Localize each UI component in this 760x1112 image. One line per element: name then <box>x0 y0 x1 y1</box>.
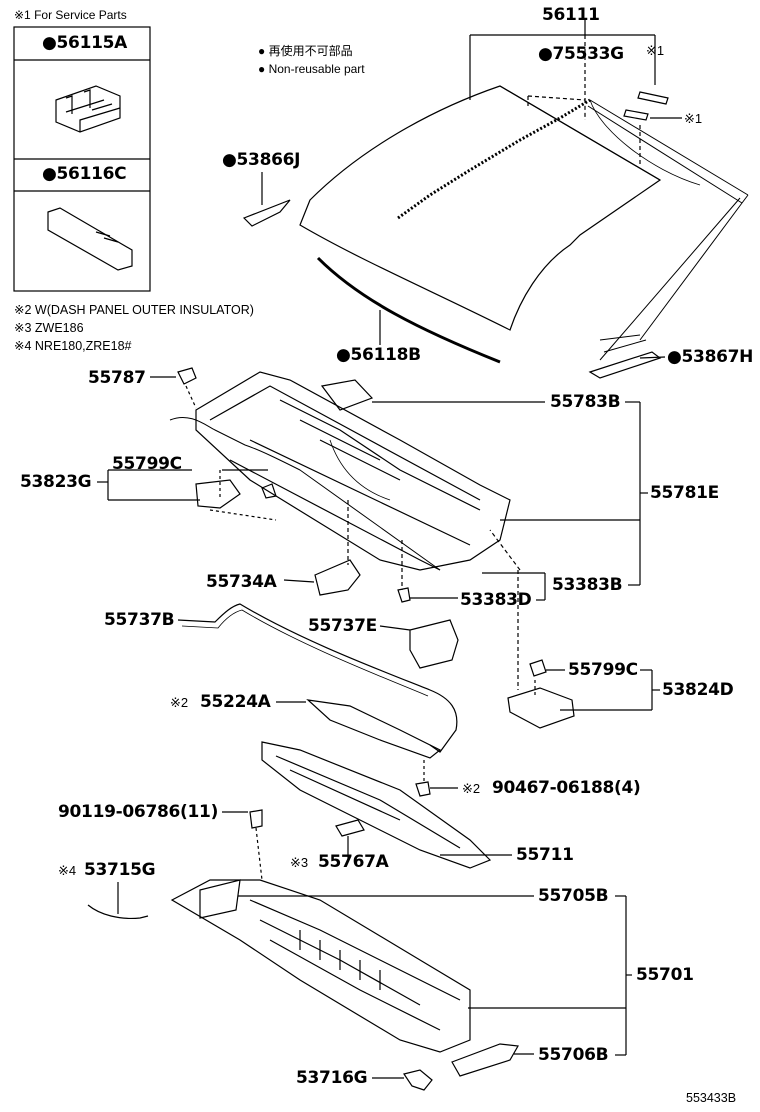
mark-4: ※4 <box>58 863 77 878</box>
part-55787-label: 55787 <box>88 368 146 388</box>
panel-55711-drawing <box>261 741 492 869</box>
service-parts-heading: ※1 For Service Parts <box>14 8 127 22</box>
part-55737b-label: 55737B <box>104 610 175 630</box>
cowl-panel-55701-drawing <box>170 879 471 1053</box>
part-55781e-label: 55781E <box>650 483 719 503</box>
legend-non-reusable-en: ● Non-reusable part <box>258 62 365 76</box>
mark-2-insulator: ※2 <box>170 695 189 710</box>
part-53715g-label: 53715G <box>84 860 156 880</box>
part-55705b-label: 55705B <box>538 886 609 906</box>
part-55701-label: 55701 <box>636 965 694 985</box>
note-3: ※3 ZWE186 <box>14 321 84 335</box>
mark-2-clip: ※2 <box>462 781 481 796</box>
part-56115a-label: ●56115A <box>42 33 128 53</box>
part-55783b-label: 55783B <box>550 392 621 412</box>
part-55711-label: 55711 <box>516 845 574 865</box>
part-55767a-label: 55767A <box>318 852 389 872</box>
part-53867h-label: ●53867H <box>667 347 754 367</box>
part-55737e-label: 55737E <box>308 616 377 636</box>
seal-55737b <box>177 603 458 753</box>
cowl-louver-drawing <box>169 371 511 571</box>
part-55706b-label: 55706B <box>538 1045 609 1065</box>
part-56118b-label: ●56118B <box>336 345 421 365</box>
part-53716g-label: 53716G <box>296 1068 368 1088</box>
part-75533g-label: ●75533G <box>538 44 624 64</box>
part-53383b-label: 53383B <box>552 575 623 595</box>
part-53823g-label: 53823G <box>20 472 92 492</box>
piece-55734a <box>314 559 361 596</box>
part-55799c-label-lower: 55799C <box>568 660 638 680</box>
part-90467-label: 90467-06188(4) <box>492 778 641 798</box>
legend-non-reusable-jp: ● 再使用不可部品 <box>258 44 353 58</box>
part-53824d-label: 53824D <box>662 680 734 700</box>
mark-3: ※3 <box>290 855 309 870</box>
part-55734a-label: 55734A <box>206 572 277 592</box>
windshield-glass-drawing <box>299 85 749 364</box>
part-53866j-label: ●53866J <box>222 150 301 170</box>
note-4: ※4 NRE180,ZRE18# <box>14 339 132 353</box>
clip-56116c-drawing <box>47 207 133 271</box>
mark-1-side: ※1 <box>684 111 703 126</box>
part-53383d-label: 53383D <box>460 590 532 610</box>
part-90119-label: 90119-06786(11) <box>58 802 219 822</box>
piece-53866j <box>242 199 291 227</box>
clip-56115a-drawing <box>55 85 121 133</box>
part-56116c-label: ●56116C <box>42 164 127 184</box>
part-55224a-label: 55224A <box>200 692 271 712</box>
note-2: ※2 W(DASH PANEL OUTER INSULATOR) <box>14 303 254 317</box>
part-56111-label: 56111 <box>542 5 600 25</box>
figure-reference-number: 553433B <box>686 1091 737 1105</box>
part-55799c-label-upper: 55799C <box>112 454 182 474</box>
mark-1-top: ※1 <box>646 43 665 58</box>
